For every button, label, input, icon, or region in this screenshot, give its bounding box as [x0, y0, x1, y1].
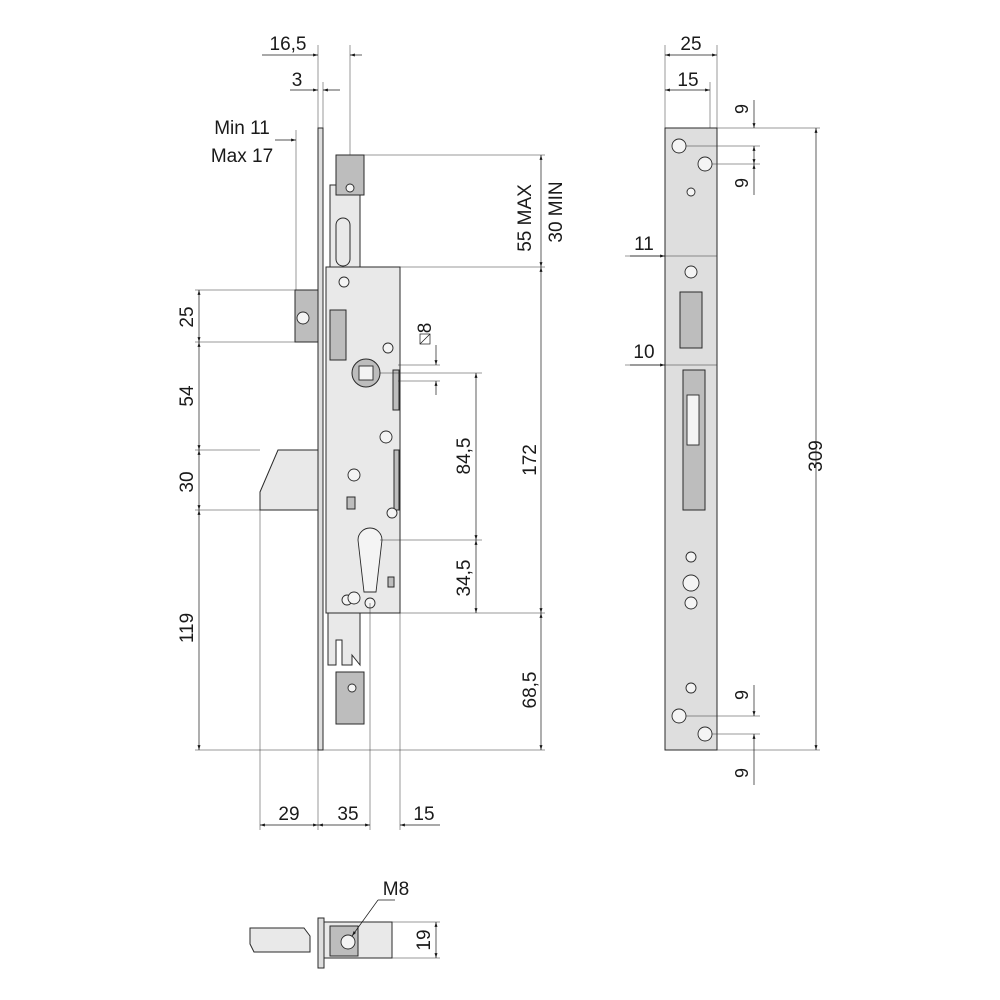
dim-bottom-height: 19 — [414, 929, 435, 950]
screw-icon — [338, 276, 350, 288]
dim-cylinder-to-bottom: 34,5 — [454, 560, 475, 597]
latch — [259, 449, 319, 511]
screw-icon — [347, 591, 361, 605]
latch-spring-icon — [686, 394, 700, 446]
front-extension-lines — [195, 45, 545, 830]
screw-icon — [685, 551, 697, 563]
side-view: 25 15 9 9 11 10 309 9 9 — [625, 34, 827, 785]
front-view: 16,5 3 Min 11 Max 17 55 MAX 30 MIN 25 54… — [177, 34, 567, 830]
body-edge-strip — [393, 449, 400, 511]
screw-icon — [685, 682, 697, 694]
dim-spindle-to-cylinder: 84,5 — [454, 438, 475, 475]
dim-upper-slot: 11 — [634, 234, 654, 255]
dim-hole-offset-top-b: 9 — [732, 178, 752, 188]
countersunk-hole-icon — [671, 138, 687, 154]
screw-icon — [686, 187, 696, 197]
dim-latch-projection: 29 — [278, 804, 299, 825]
body-screws — [338, 276, 398, 609]
screw-icon — [684, 265, 698, 279]
dim-top-width: 16,5 — [270, 34, 307, 55]
dim-thread: M8 — [383, 879, 409, 900]
countersunk-hole-icon — [671, 708, 687, 724]
screw-icon — [386, 507, 398, 519]
screw-icon — [382, 342, 394, 354]
bottom-rod-bar — [249, 927, 311, 953]
dim-hole-offset-bottom-b: 9 — [732, 768, 752, 778]
bottom-plate — [317, 917, 325, 969]
body-marker-icon — [346, 496, 356, 510]
screw-icon — [682, 574, 700, 592]
thread-hole-icon — [340, 934, 356, 950]
dim-bottom-extension: 68,5 — [520, 672, 541, 709]
dim-hole-offset-top-a: 9 — [732, 104, 752, 114]
screw-icon — [347, 468, 361, 482]
countersunk-hole-icon — [697, 726, 713, 742]
side-dimension-texts: 25 15 9 9 11 10 309 9 9 — [633, 34, 827, 778]
body-inner-block — [329, 309, 347, 361]
screw-icon — [684, 596, 698, 610]
upper-rod-slot — [335, 217, 351, 267]
dim-latch-to-bottom: 119 — [177, 613, 198, 643]
dim-faceplate-width: 25 — [680, 34, 701, 55]
deadbolt-hole-icon — [296, 311, 310, 325]
front-dimension-lines — [197, 53, 543, 827]
side-dimension-lines — [630, 53, 818, 785]
dim-backset: 35 — [337, 804, 358, 825]
dim-square-spindle: 8 — [415, 323, 436, 334]
dim-backset-max: Max 17 — [211, 146, 273, 167]
dim-stroke-max: 55 MAX — [515, 184, 536, 252]
upper-rod-pin-icon — [345, 183, 355, 193]
dim-backset-min: Min 11 — [214, 118, 270, 139]
body-edge-gear — [392, 369, 400, 411]
dim-faceplate-length: 309 — [806, 440, 827, 472]
dim-hole-offset-bottom-a: 9 — [732, 690, 752, 700]
front-dimension-texts: 16,5 3 Min 11 Max 17 55 MAX 30 MIN 25 54… — [177, 34, 567, 825]
body-marker-icon — [387, 576, 395, 588]
side-extension-lines — [625, 45, 820, 751]
dim-deadbolt-height: 25 — [177, 306, 198, 327]
dim-inner-width: 15 — [677, 70, 698, 91]
dim-stroke-min: 30 MIN — [546, 181, 567, 242]
front-faceplate — [317, 127, 324, 751]
bottom-view: M8 19 — [249, 879, 440, 969]
dim-body-height: 172 — [520, 444, 541, 476]
lower-rod-pin-icon — [347, 683, 357, 693]
dim-latch-height: 30 — [177, 471, 198, 492]
lower-rod-housing — [327, 612, 361, 667]
spindle-square-icon — [358, 365, 374, 381]
dim-face-thickness: 3 — [292, 70, 303, 91]
dim-body-rear: 15 — [413, 804, 434, 825]
dim-deadbolt-to-latch: 54 — [177, 385, 198, 407]
dim-lower-slot: 10 — [633, 342, 654, 363]
deadbolt-slot — [679, 291, 703, 349]
lower-rod-head — [335, 671, 365, 725]
countersunk-hole-icon — [697, 156, 713, 172]
screw-icon — [379, 430, 393, 444]
